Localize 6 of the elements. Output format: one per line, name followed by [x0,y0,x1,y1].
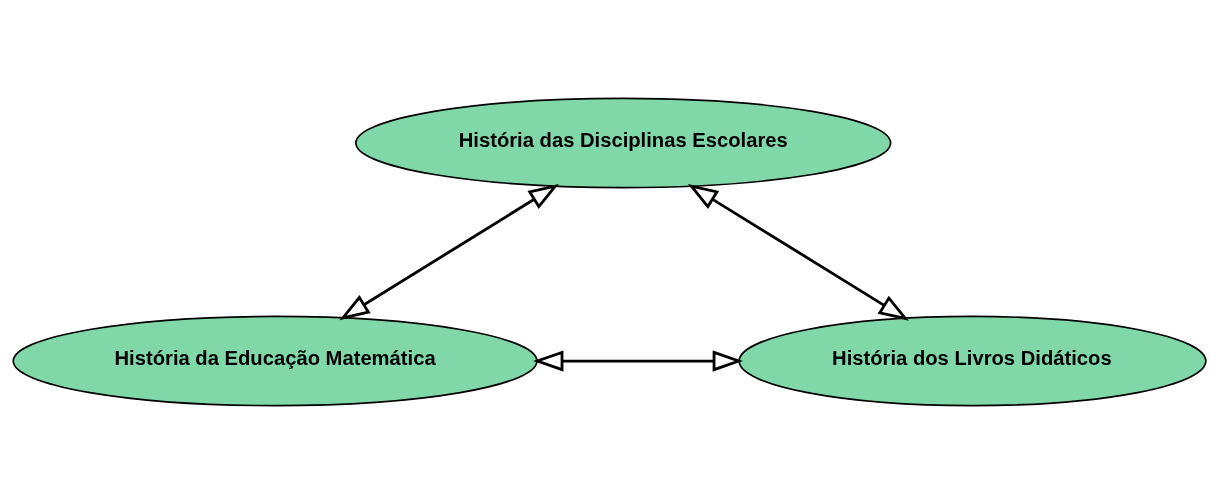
node-ellipse: História das Disciplinas Escolares [355,97,892,188]
node-ellipse: História da Educação Matemática [12,315,538,406]
arrow [687,183,909,321]
arrow [533,349,743,372]
node-ellipse: História dos Livros Didáticos [738,315,1207,406]
arrow [339,183,559,320]
